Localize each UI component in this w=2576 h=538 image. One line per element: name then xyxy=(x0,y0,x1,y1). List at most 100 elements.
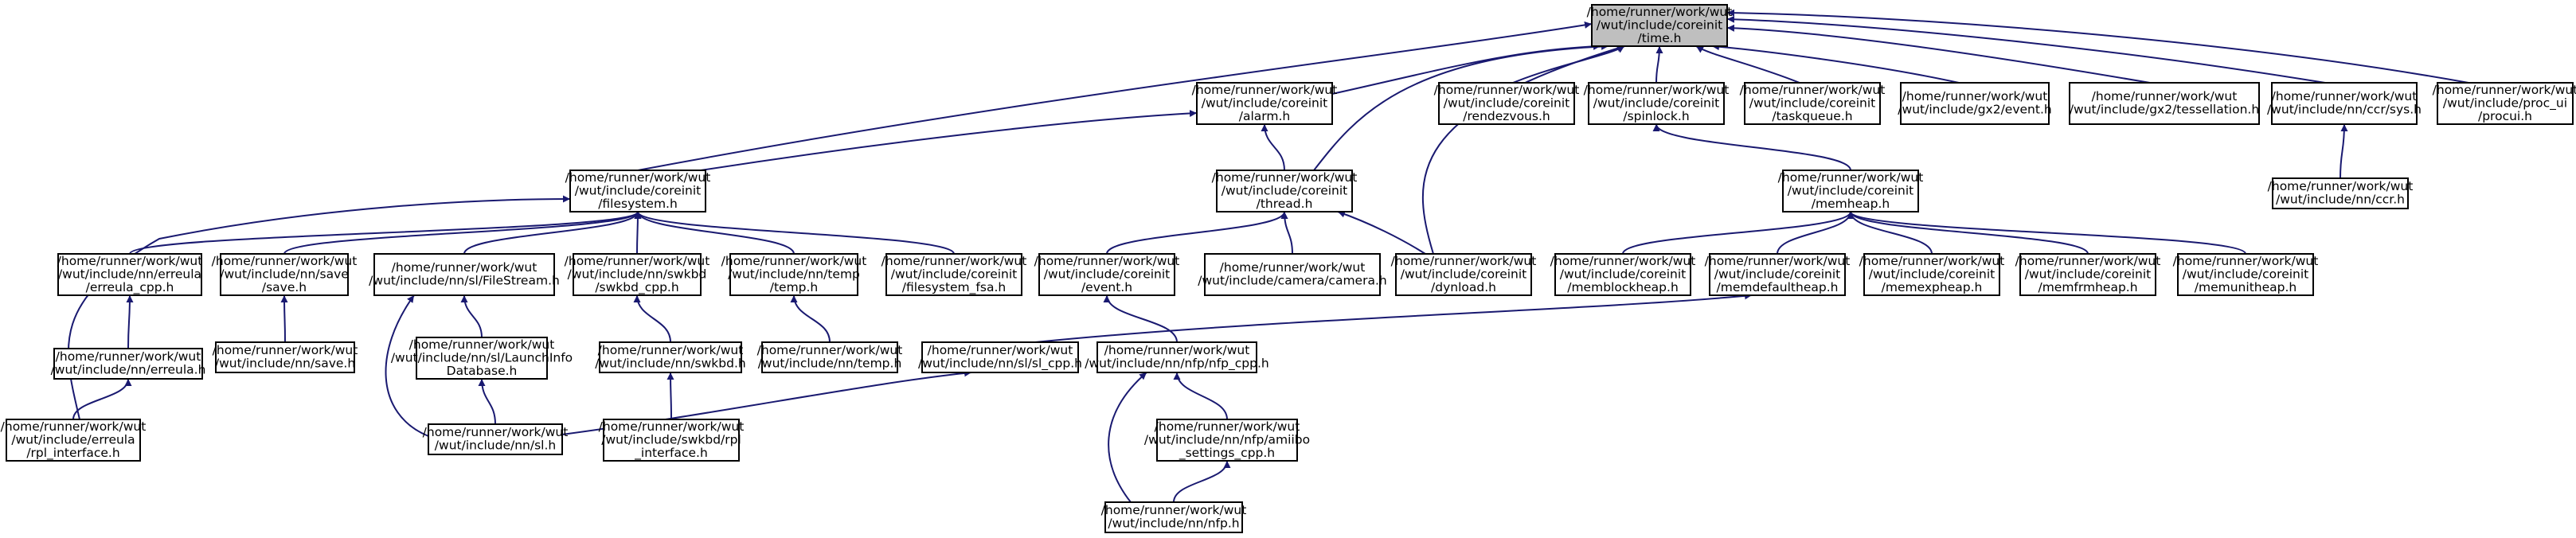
node-sl_h[interactable]: /home/runner/work/wut/wut/include/nn/sl.… xyxy=(423,423,569,455)
node-label-line: /wut/include/coreinit xyxy=(1560,267,1687,281)
edge-line xyxy=(634,211,642,255)
node-procui[interactable]: /home/runner/work/wut/wut/include/proc_u… xyxy=(2433,82,2576,125)
node-save_h[interactable]: /home/runner/work/wut/wut/include/nn/sav… xyxy=(212,253,358,296)
node-memunit[interactable]: /home/runner/work/wut/wut/include/corein… xyxy=(2173,253,2319,296)
node-filesystem[interactable]: /home/runner/work/wut/wut/include/corein… xyxy=(565,170,711,212)
node-thread[interactable]: /home/runner/work/wut/wut/include/corein… xyxy=(1212,170,1358,212)
edge-line xyxy=(1847,211,2246,255)
node-rpl[interactable]: /home/runner/work/wut/wut/include/erreul… xyxy=(1,419,147,462)
node-label-line: /wut/include/coreinit xyxy=(1788,183,1914,197)
node-erreula_h[interactable]: /home/runner/work/wut/wut/include/nn/err… xyxy=(51,348,206,380)
edge-filestream-to-filesystem xyxy=(463,211,642,255)
edge-line xyxy=(1173,460,1231,503)
node-temp_h[interactable]: /home/runner/work/wut/wut/include/nn/tem… xyxy=(721,253,867,296)
node-label-line: /home/runner/work/wut xyxy=(392,260,537,275)
node-label-line: /wut/include/coreinit xyxy=(1202,96,1328,110)
node-label-line: /wut/include/nn/save.h xyxy=(215,357,355,371)
node-label-line: /wut/include/nn/sl.h xyxy=(435,439,556,453)
node-label-line: /save.h xyxy=(262,280,307,294)
node-label-line: /memheap.h xyxy=(1812,197,1890,211)
edge-taskqueue-to-time xyxy=(1695,45,1800,84)
node-event[interactable]: /home/runner/work/wut/wut/include/corein… xyxy=(1034,253,1180,296)
node-box xyxy=(1204,253,1381,296)
node-spinlock[interactable]: /home/runner/work/wut/wut/include/corein… xyxy=(1584,82,1730,125)
node-label-line: /thread.h xyxy=(1257,197,1313,211)
edge-line xyxy=(72,378,132,420)
edge-memheap-to-spinlock xyxy=(1652,123,1851,171)
node-label-line: /wut/include/coreinit xyxy=(1869,267,1996,281)
node-label-line: /temp.h xyxy=(770,280,819,294)
node-box xyxy=(6,419,141,462)
node-label-line: /wut/include/swkbd/rpl xyxy=(601,432,741,446)
node-filestream[interactable]: /home/runner/work/wut/wut/include/nn/sl/… xyxy=(369,253,560,296)
node-memblock[interactable]: /home/runner/work/wut/wut/include/corein… xyxy=(1550,253,1696,296)
node-label-line: /wut/include/coreinit xyxy=(1044,267,1171,281)
node-box xyxy=(1395,253,1532,296)
node-box xyxy=(569,170,706,212)
edge-spinlock-to-time xyxy=(1655,45,1663,84)
node-memdefault[interactable]: /home/runner/work/wut/wut/include/corein… xyxy=(1705,253,1851,296)
node-box xyxy=(1438,82,1575,125)
node-label-line: /wut/include/gx2/event.h xyxy=(1898,103,2051,117)
node-nfp_cpp[interactable]: /home/runner/work/wut/wut/include/nn/nfp… xyxy=(1085,341,1269,373)
node-camera[interactable]: /home/runner/work/wut/wut/include/camera… xyxy=(1198,253,1387,296)
node-memfrm[interactable]: /home/runner/work/wut/wut/include/corein… xyxy=(2015,253,2161,296)
node-gx2tess[interactable]: /home/runner/work/wut/wut/include/gx2/te… xyxy=(2069,82,2260,125)
node-label-line: /wut/include/coreinit xyxy=(575,183,702,197)
node-box xyxy=(1216,170,1353,212)
node-erreula_cpp[interactable]: /home/runner/work/wut/wut/include/nn/err… xyxy=(57,253,203,296)
node-swkbd_rpl[interactable]: /home/runner/work/wut/wut/include/swkbd/… xyxy=(599,419,745,462)
edge-memfrm-to-memheap xyxy=(1847,211,2089,255)
edge-line xyxy=(478,378,496,425)
node-rendezvous[interactable]: /home/runner/work/wut/wut/include/corein… xyxy=(1434,82,1580,125)
node-swkbd_h[interactable]: /home/runner/work/wut/wut/include/nn/swk… xyxy=(595,341,746,373)
edge-procui-to-time xyxy=(1726,9,2469,84)
node-amiibo[interactable]: /home/runner/work/wut/wut/include/nn/nfp… xyxy=(1144,419,1310,462)
edge-camera-to-thread xyxy=(1280,211,1293,255)
node-nfp_h[interactable]: /home/runner/work/wut/wut/include/nn/nfp… xyxy=(1101,501,1247,533)
edge-launchinfo-to-filestream xyxy=(460,294,483,338)
node-label-line: /wut/include/coreinit xyxy=(1222,183,1348,197)
node-memheap[interactable]: /home/runner/work/wut/wut/include/corein… xyxy=(1778,170,1924,212)
node-label-line: /rendezvous.h xyxy=(1463,109,1550,123)
node-swkbd_cpp[interactable]: /home/runner/work/wut/wut/include/nn/swk… xyxy=(565,253,710,296)
node-label-line: /wut/include/proc_ui xyxy=(2443,96,2567,111)
node-ccr[interactable]: /home/runner/work/wut/wut/include/nn/ccr… xyxy=(2268,177,2414,209)
edge-line xyxy=(1652,123,1851,171)
node-label-line: /wut/include/nn/save xyxy=(220,267,349,281)
node-label-line: /wut/include/coreinit xyxy=(1597,18,1723,32)
node-temp2[interactable]: /home/runner/work/wut/wut/include/nn/tem… xyxy=(757,341,903,373)
edge-line xyxy=(1847,211,2089,255)
node-box xyxy=(2271,82,2418,125)
node-launchinfo[interactable]: /home/runner/work/wut/wut/include/nn/sl/… xyxy=(391,337,573,380)
node-label-line: /home/runner/work/wut xyxy=(1391,254,1537,268)
node-ccrsys[interactable]: /home/runner/work/wut/wut/include/nn/ccr… xyxy=(2267,82,2422,125)
node-label-line: /home/runner/work/wut xyxy=(57,254,203,268)
node-sl_cpp[interactable]: /home/runner/work/wut/wut/include/nn/sl/… xyxy=(918,341,1082,373)
node-label-line: /wut/include/nn/temp.h xyxy=(758,357,902,371)
node-gx2event[interactable]: /home/runner/work/wut/wut/include/gx2/ev… xyxy=(1898,82,2052,125)
node-taskqueue[interactable]: /home/runner/work/wut/wut/include/corein… xyxy=(1740,82,1886,125)
node-label-line: _interface.h xyxy=(634,446,708,461)
node-save2[interactable]: /home/runner/work/wut/wut/include/nn/sav… xyxy=(213,341,358,373)
node-dynload[interactable]: /home/runner/work/wut/wut/include/corein… xyxy=(1391,253,1537,296)
edge-line xyxy=(1106,211,1288,255)
node-memexp[interactable]: /home/runner/work/wut/wut/include/corein… xyxy=(1859,253,2005,296)
node-box xyxy=(215,341,355,373)
node-alarm[interactable]: /home/runner/work/wut/wut/include/corein… xyxy=(1192,82,1338,125)
edge-nfp_h-to-amiibo xyxy=(1173,460,1231,503)
node-box xyxy=(2019,253,2156,296)
node-label-line: /procui.h xyxy=(2478,109,2532,123)
node-label-line: /dynload.h xyxy=(1431,280,1496,294)
node-label-line: /wut/include/coreinit xyxy=(1714,267,1841,281)
edge-fsa-to-filesystem xyxy=(634,211,955,255)
edge-line xyxy=(1726,15,2326,84)
node-fsa[interactable]: /home/runner/work/wut/wut/include/corein… xyxy=(881,253,1027,296)
edge-swkbd_cpp-to-filesystem xyxy=(634,211,642,255)
node-box xyxy=(220,253,349,296)
node-label-line: /home/runner/work/wut xyxy=(1740,83,1886,97)
edge-nfp_cpp-to-event xyxy=(1103,294,1178,343)
node-box xyxy=(761,341,898,373)
node-label-line: /wut/include/nn/nfp.h xyxy=(1108,517,1239,531)
node-box xyxy=(428,423,563,455)
